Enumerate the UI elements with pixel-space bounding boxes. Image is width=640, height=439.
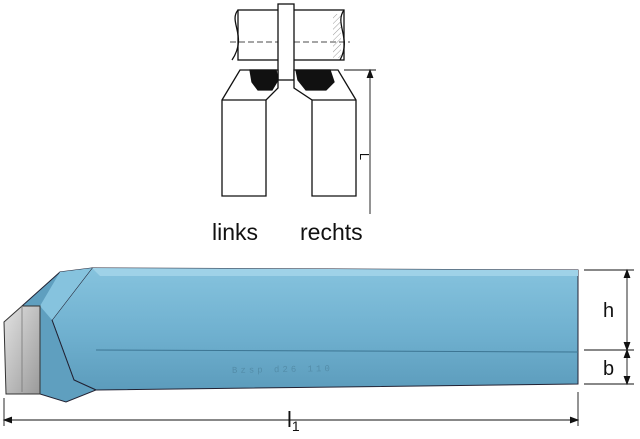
tool-top-face — [92, 268, 578, 276]
workpiece — [230, 3, 350, 81]
side-view — [2, 267, 634, 426]
dimension-l1 — [2, 392, 580, 426]
overall-length-label: l1 — [287, 407, 300, 434]
length-L-label: L — [357, 152, 373, 161]
tool-edge-line — [95, 349, 579, 353]
overall-length-subscript: 1 — [291, 418, 300, 434]
dimension-h-b — [584, 268, 634, 386]
height-label: h — [603, 300, 615, 322]
width-label: b — [603, 358, 615, 380]
top-view — [221, 3, 376, 214]
dimension-L — [344, 68, 376, 214]
left-hand-label: links — [212, 219, 259, 245]
right-hand-label: rechts — [300, 219, 363, 245]
shank-marking: Bzsp d26 110 — [231, 364, 333, 376]
right-hand-tool — [293, 69, 357, 197]
left-hand-tool — [221, 69, 279, 197]
overall-length-letter: l — [287, 407, 292, 432]
head-top-facet — [40, 268, 92, 320]
